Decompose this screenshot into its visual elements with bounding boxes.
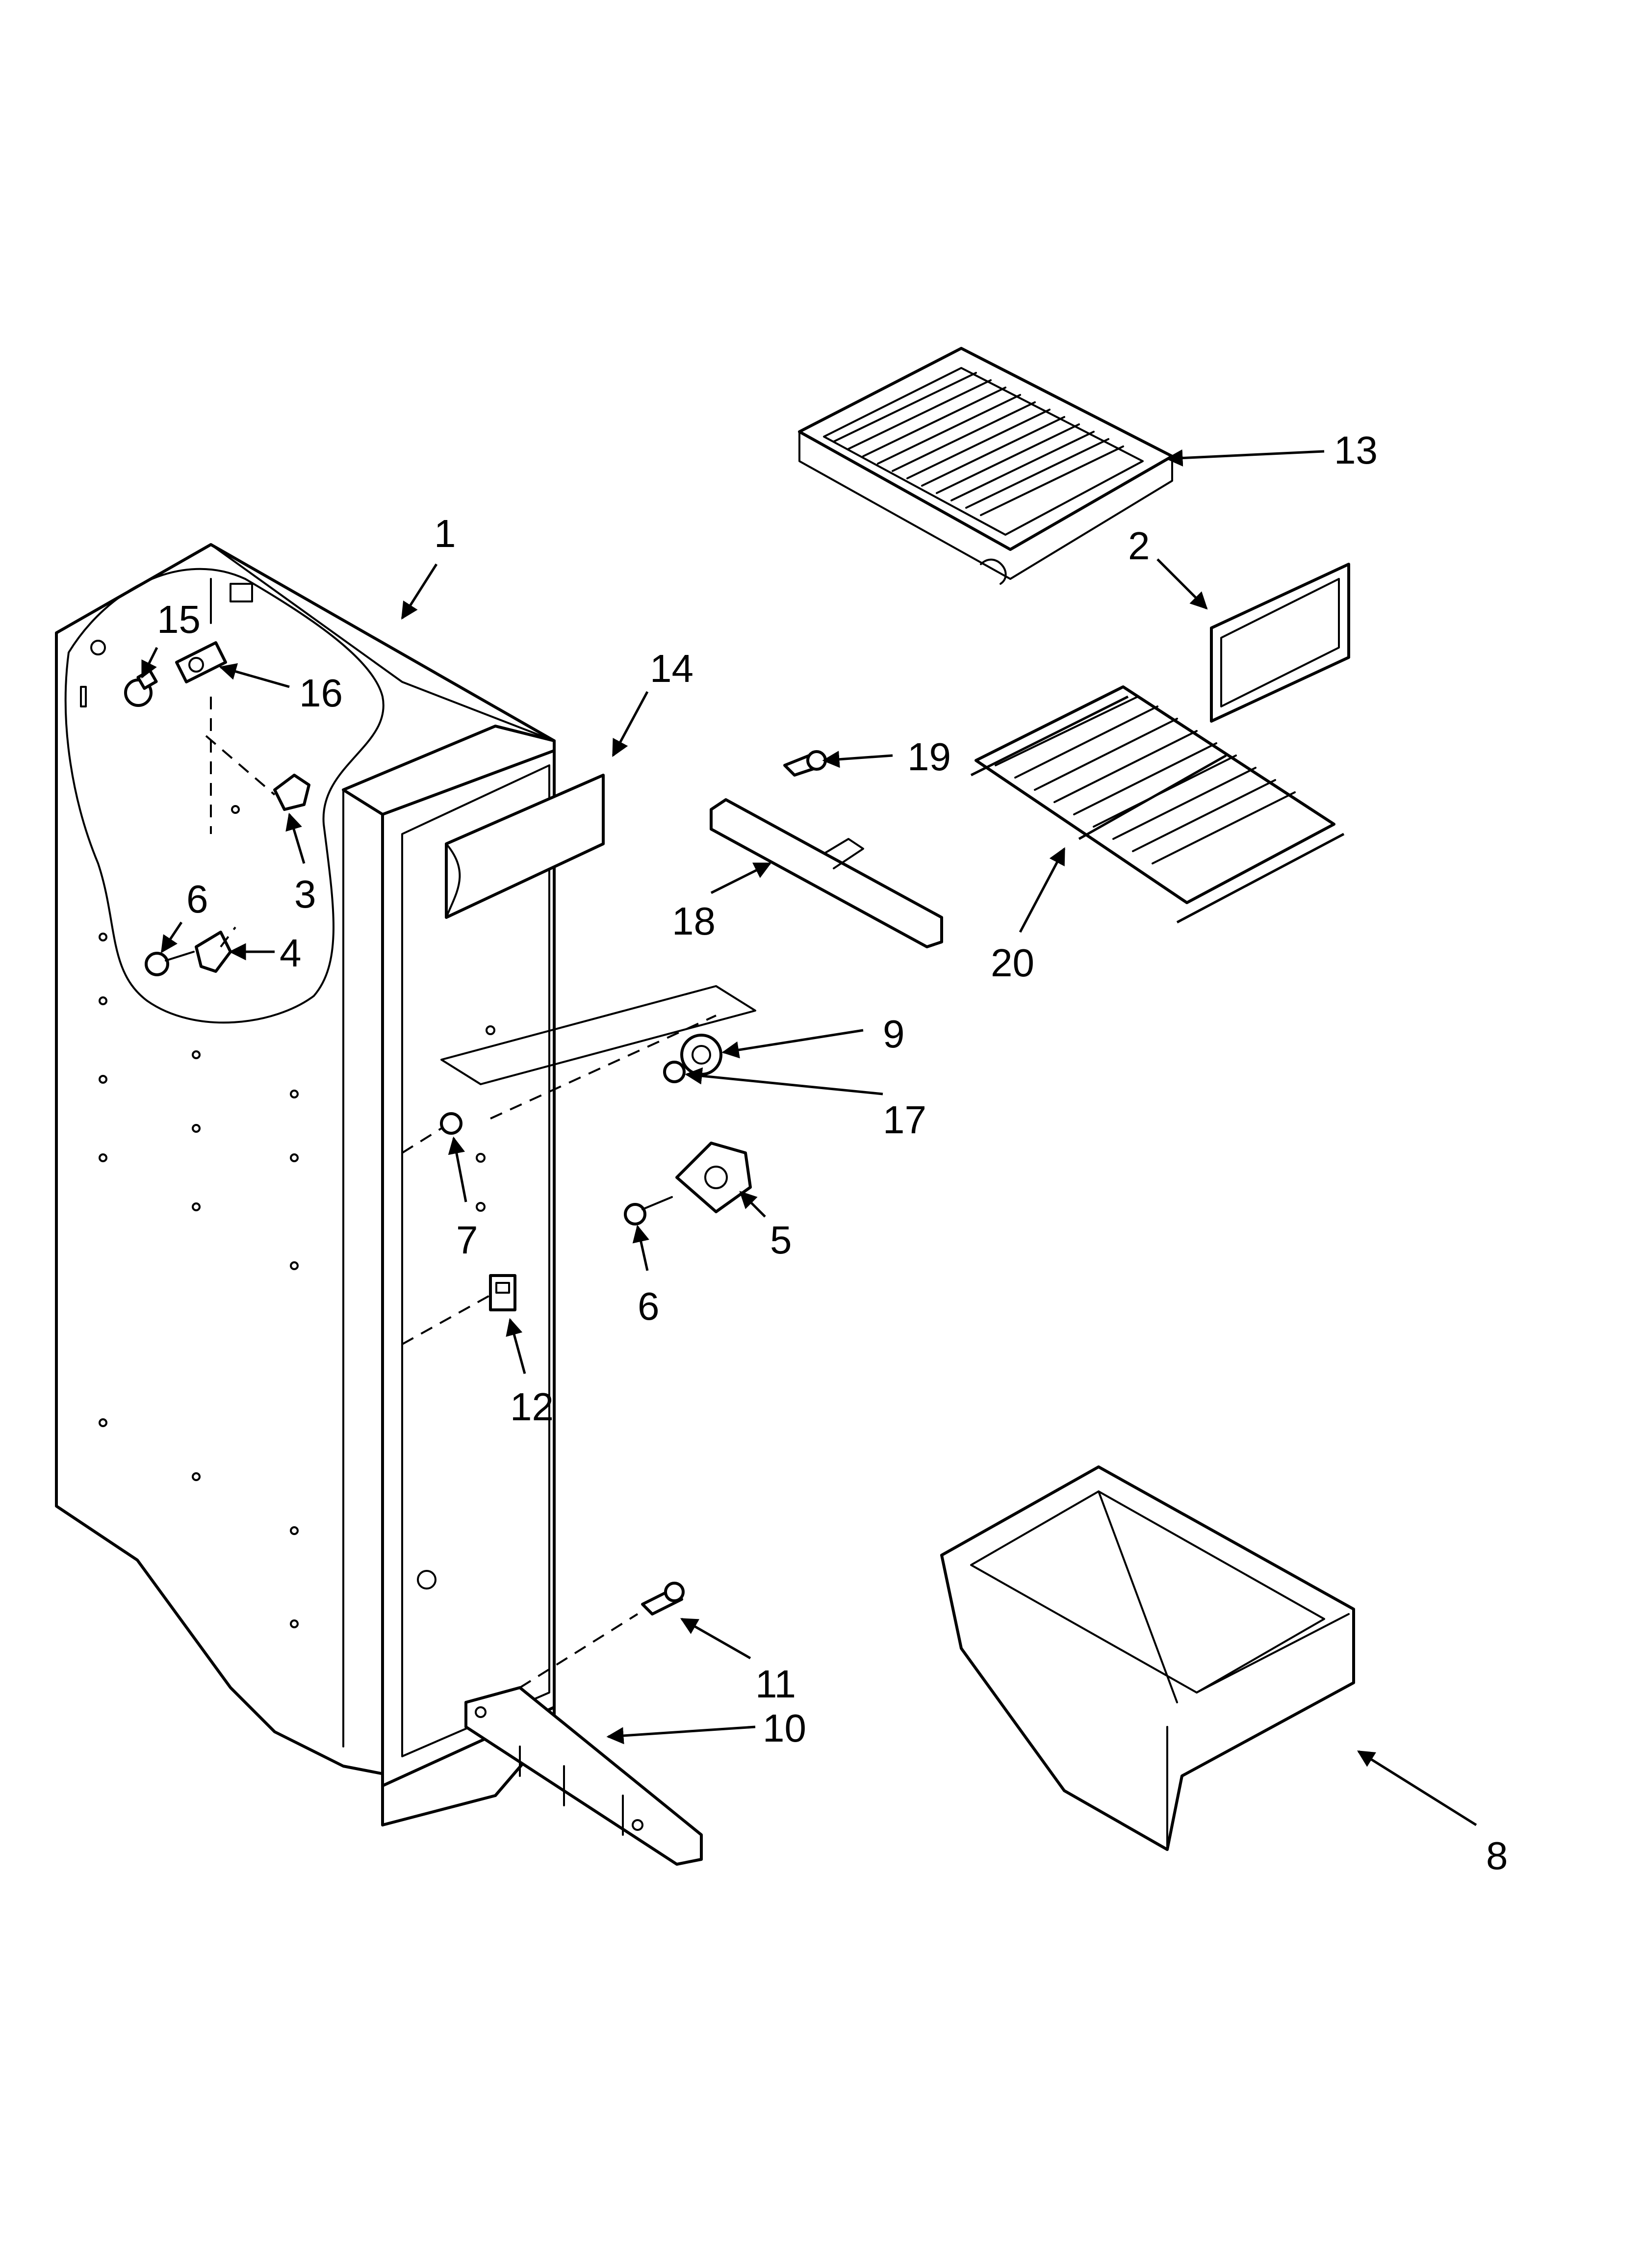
callout-6a: 6 bbox=[186, 877, 208, 921]
callout-7: 7 bbox=[456, 1218, 478, 1262]
part-16-socket bbox=[175, 641, 227, 683]
part-11-screw bbox=[641, 1582, 685, 1616]
part-12-switch bbox=[489, 1274, 516, 1311]
callout-18: 18 bbox=[672, 899, 716, 943]
part-6-screw-upper bbox=[145, 951, 195, 976]
callout-11: 11 bbox=[755, 1662, 796, 1706]
callout-12: 12 bbox=[510, 1385, 554, 1429]
part-9-cap bbox=[680, 1034, 722, 1076]
callout-3: 3 bbox=[294, 872, 316, 916]
callout-17: 17 bbox=[883, 1098, 926, 1142]
callout-16: 16 bbox=[299, 671, 343, 715]
part-4-bracket bbox=[195, 931, 232, 973]
callout-1: 1 bbox=[434, 512, 456, 555]
part-6-screw-lower bbox=[624, 1196, 673, 1225]
callout-9: 9 bbox=[883, 1012, 905, 1056]
part-2-trim bbox=[1210, 563, 1350, 723]
leader-lines bbox=[141, 449, 1477, 1826]
part-18-rail bbox=[710, 798, 943, 948]
callout-13: 13 bbox=[1334, 428, 1378, 472]
callout-14: 14 bbox=[650, 647, 693, 690]
callout-20: 20 bbox=[991, 941, 1034, 985]
cabinet-liner bbox=[55, 543, 556, 1826]
callout-19: 19 bbox=[907, 735, 951, 779]
part-5-hinge-block bbox=[675, 1142, 752, 1213]
callout-8: 8 bbox=[1486, 1834, 1508, 1877]
callout-15: 15 bbox=[157, 598, 201, 641]
part-20-wire-shelf bbox=[970, 685, 1345, 924]
part-13-shelf bbox=[798, 347, 1174, 585]
callout-4: 4 bbox=[280, 931, 302, 975]
callout-5: 5 bbox=[770, 1218, 792, 1262]
callout-6b: 6 bbox=[638, 1284, 660, 1328]
part-3-clip bbox=[273, 774, 310, 811]
label-sheet bbox=[440, 985, 756, 1120]
part-8-bin bbox=[940, 1465, 1355, 1851]
part-19-screw bbox=[783, 750, 827, 777]
part-17-screw bbox=[663, 1061, 686, 1083]
part-14-strip bbox=[445, 774, 605, 919]
liner-holes bbox=[99, 805, 299, 1628]
part-7-button bbox=[440, 1112, 462, 1135]
callout-2: 2 bbox=[1128, 524, 1150, 568]
callout-labels: 1 2 3 4 5 6 6 7 8 9 10 11 12 13 14 15 16… bbox=[157, 428, 1508, 1877]
callout-10: 10 bbox=[763, 1706, 806, 1750]
